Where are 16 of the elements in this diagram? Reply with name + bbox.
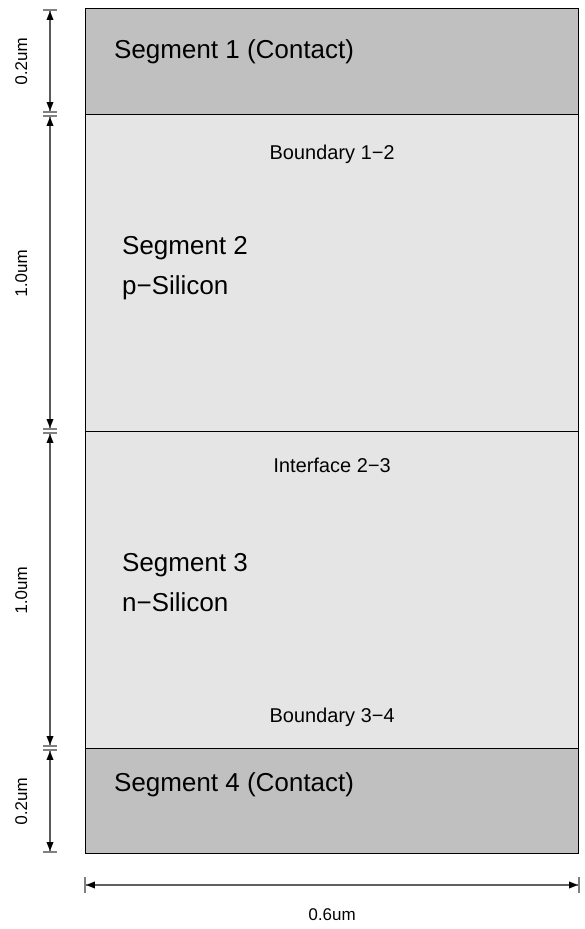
- layer-region: [85, 114, 579, 432]
- dimension-label: 0.2um: [12, 777, 32, 825]
- layer-label: Segment 1 (Contact): [114, 33, 354, 66]
- boundary-label: Boundary 1−2: [269, 142, 395, 165]
- layer-label: Segment 3 n−Silicon: [122, 546, 249, 619]
- layer-label: Segment 2 p−Silicon: [122, 229, 249, 302]
- dimension-label: 0.6um: [308, 905, 356, 925]
- layer-region: [85, 8, 579, 115]
- layer-label: Segment 4 (Contact): [114, 766, 354, 799]
- layer-region: [85, 748, 579, 854]
- dimension-label: 1.0um: [12, 248, 32, 296]
- dimension-label: 0.2um: [12, 37, 32, 85]
- dimension-label: 1.0um: [12, 566, 32, 614]
- boundary-label: Interface 2−3: [273, 455, 391, 478]
- boundary-label: Boundary 3−4: [269, 705, 395, 728]
- layer-region: [85, 431, 579, 749]
